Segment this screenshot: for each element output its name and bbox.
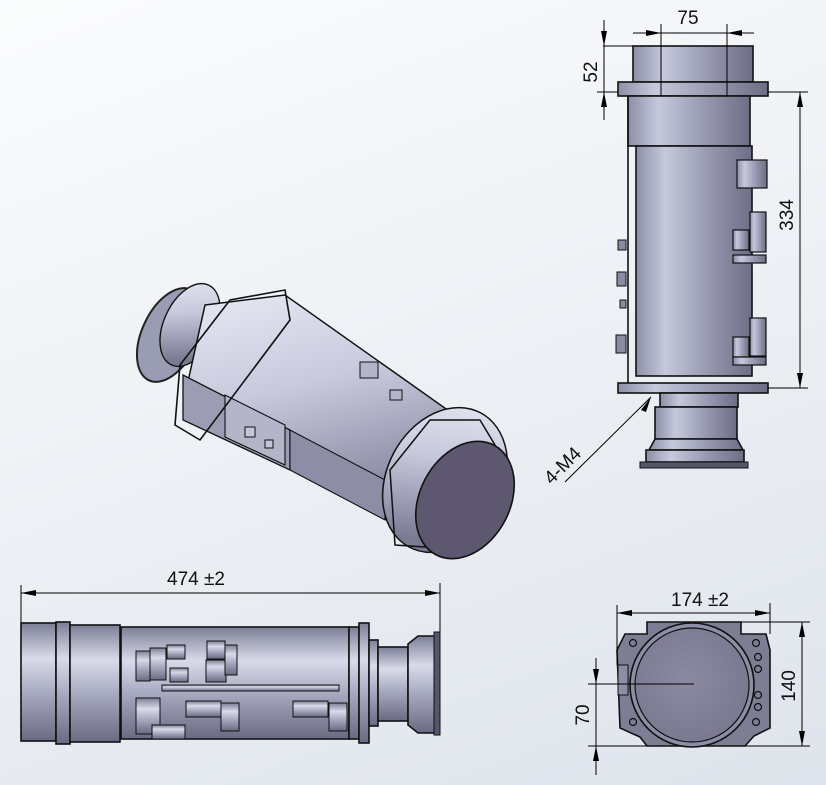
- dim-75: 75: [633, 8, 754, 96]
- svg-text:75: 75: [677, 8, 698, 29]
- top-view: 75 52 334 4-M4: [540, 8, 808, 489]
- dim-474: 474 ±2: [20, 569, 441, 632]
- side-connectors: [732, 159, 768, 366]
- dim-70: 70: [573, 658, 647, 775]
- svg-text:4-M4: 4-M4: [540, 443, 586, 489]
- dim-140: 140: [741, 621, 810, 747]
- dim-334: 334: [768, 91, 808, 389]
- svg-text:52: 52: [581, 61, 602, 82]
- svg-text:140: 140: [779, 670, 800, 702]
- svg-text:70: 70: [573, 704, 594, 725]
- callout-4-M4: 4-M4: [540, 396, 652, 489]
- dim-52: 52: [581, 20, 633, 120]
- svg-text:474 ±2: 474 ±2: [167, 569, 225, 590]
- isometric-view: [135, 282, 516, 560]
- end-view: 174 ±2 140 70: [573, 590, 810, 775]
- dim-174: 174 ±2: [616, 590, 771, 665]
- svg-text:174 ±2: 174 ±2: [671, 590, 729, 611]
- side-view: 474 ±2: [20, 569, 441, 745]
- svg-text:334: 334: [777, 199, 798, 231]
